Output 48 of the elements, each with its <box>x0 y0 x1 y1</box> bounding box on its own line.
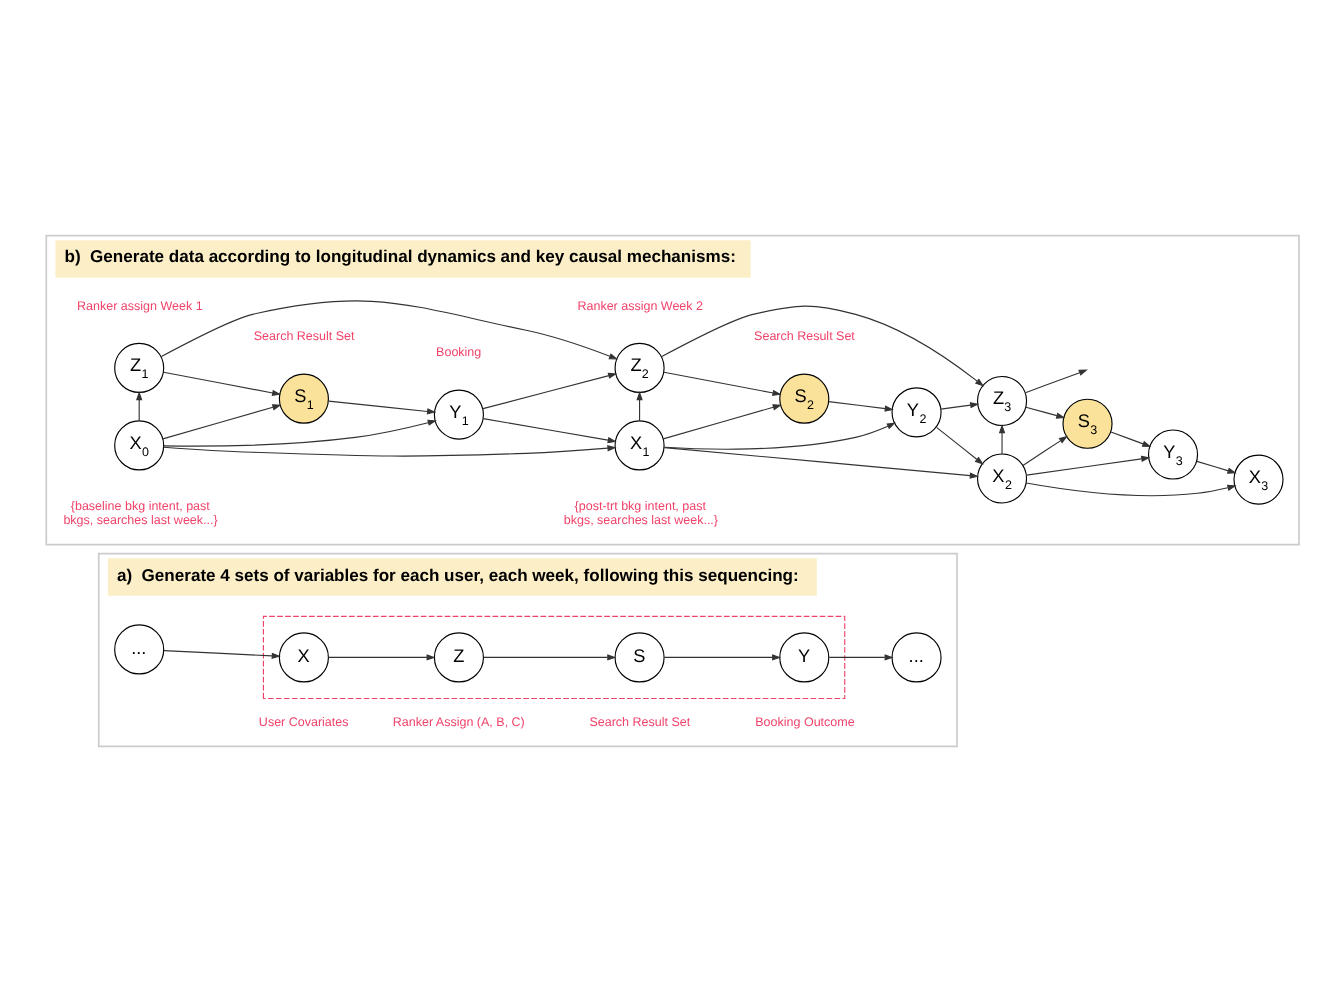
node-circle: Z$_{1}$ <box>114 342 165 393</box>
node-circle: Y$_{3}$ <box>1147 429 1199 480</box>
arrow <box>663 447 979 479</box>
cluster <box>262 615 846 700</box>
arrow <box>828 401 894 412</box>
node-circle: Y$_{2}$ <box>891 387 942 438</box>
arrow <box>1026 455 1151 476</box>
arrow <box>936 426 984 465</box>
node-circle: X$_{3}$ <box>1233 454 1284 505</box>
arrow <box>482 418 617 444</box>
node-circle: S$_{3}$ <box>1062 398 1113 449</box>
arrow <box>828 654 894 661</box>
node-circle: Z$_{2}$ <box>614 342 665 393</box>
node-circle: S$_{2}$ <box>779 373 830 424</box>
node-circle: S <box>614 632 665 683</box>
arrow <box>663 371 782 397</box>
arrow <box>1024 369 1088 394</box>
arrow <box>483 654 617 661</box>
arrow <box>328 654 436 661</box>
arrow <box>663 654 782 661</box>
node-circle: ... <box>114 624 165 675</box>
arrow <box>162 404 282 440</box>
arrow <box>482 372 618 410</box>
node-circle: Z <box>433 632 484 683</box>
arrow <box>940 402 980 410</box>
arrow <box>998 424 1006 455</box>
arrow <box>662 404 782 440</box>
node-circle: X <box>278 632 329 683</box>
arrow <box>663 422 896 450</box>
arrow <box>1022 435 1068 467</box>
arrow <box>163 371 282 397</box>
arrow <box>163 650 281 660</box>
arrow <box>1025 482 1237 497</box>
node-circle: Y <box>779 632 830 683</box>
arrow <box>661 305 985 387</box>
arrow <box>163 445 617 457</box>
arrow <box>1025 406 1066 419</box>
arrow <box>136 391 143 422</box>
node-circle: X$_{1}$ <box>614 420 665 471</box>
node-circle: ... <box>891 632 942 683</box>
node-circle: Y$_{1}$ <box>433 389 484 440</box>
arrow <box>163 419 437 447</box>
arrow <box>328 400 437 415</box>
arrow <box>1110 431 1152 447</box>
node-circle: X$_{0}$ <box>114 420 165 471</box>
node-circle: S$_{1}$ <box>278 373 329 424</box>
arrow <box>636 391 643 422</box>
arrow <box>1196 460 1237 474</box>
